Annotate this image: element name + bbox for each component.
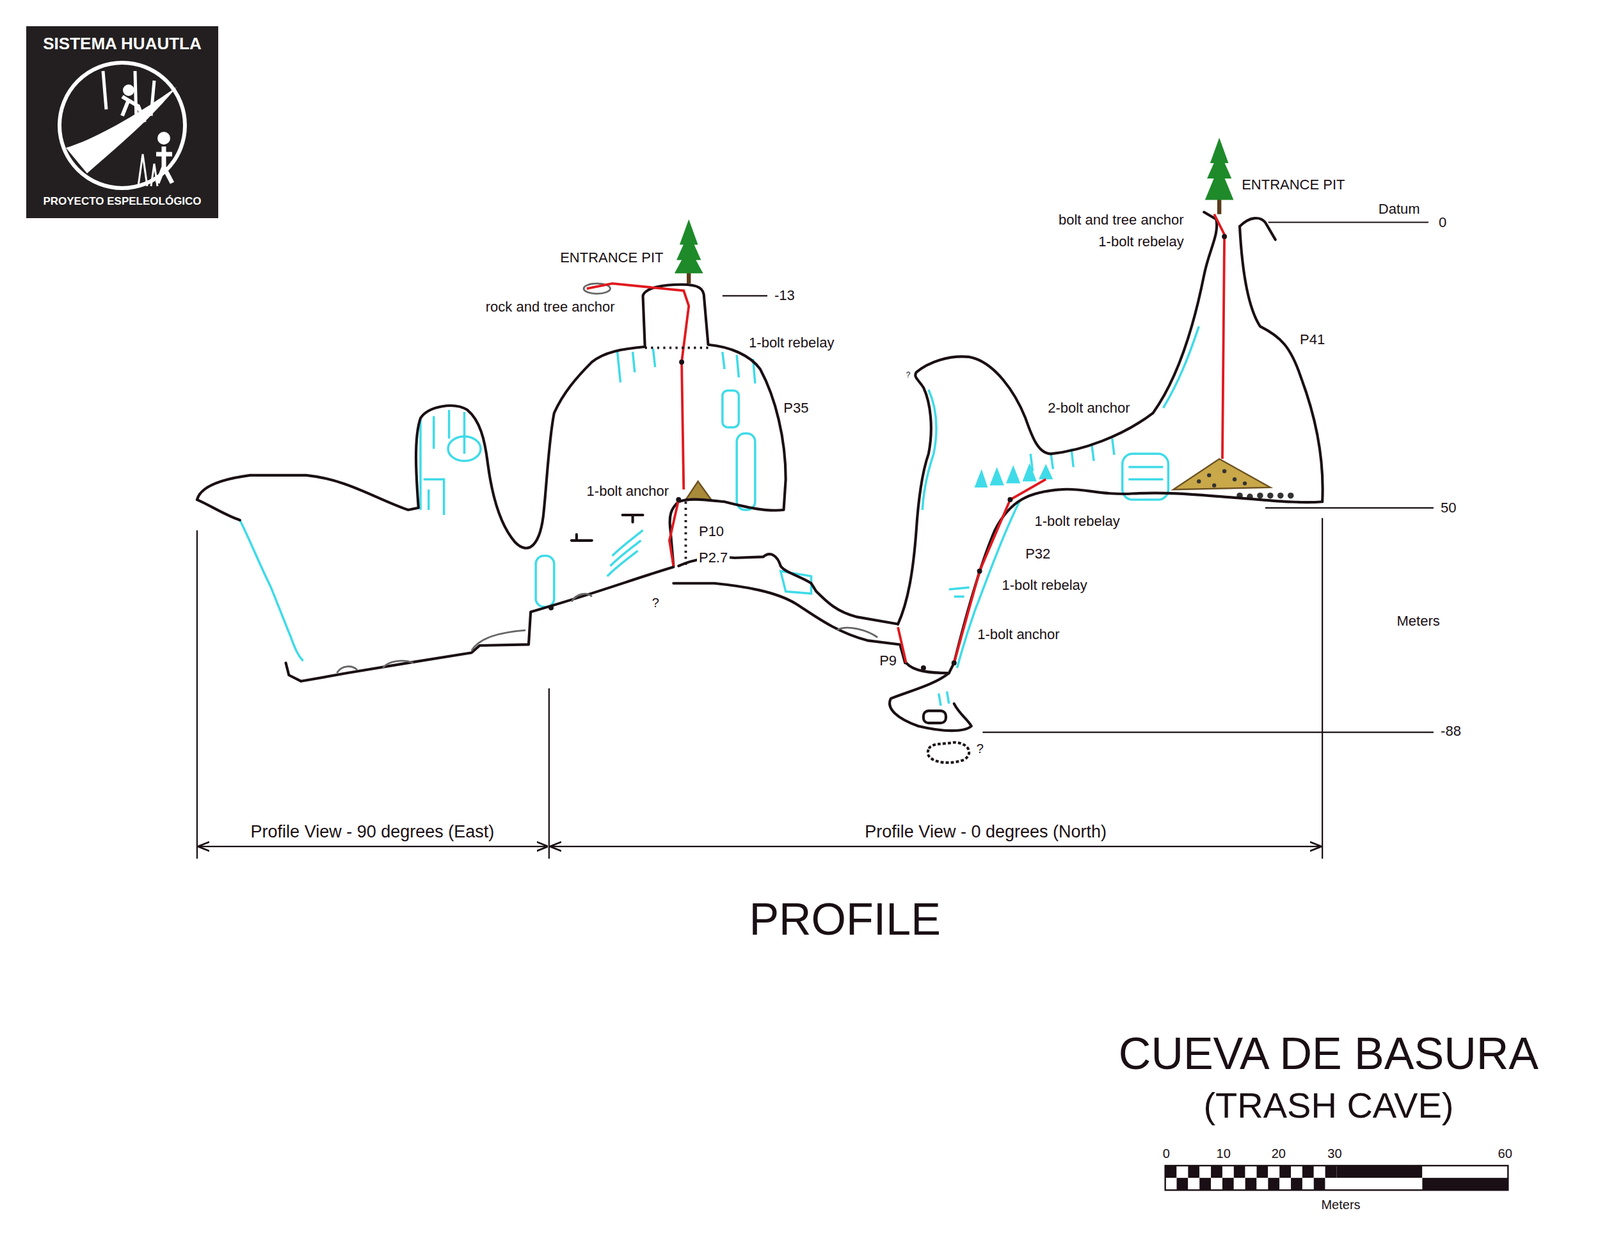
tree-symbol — [674, 137, 1234, 284]
scale-number: 30 — [1325, 1146, 1344, 1162]
unexplored-mark: ? — [650, 595, 662, 611]
entrance-label: ENTRANCE PIT — [1239, 176, 1347, 193]
scale-number: 60 — [1496, 1146, 1515, 1162]
logo-text: PROYECTO ESPELEOLÓGICO — [26, 195, 219, 208]
datum-label: Datum — [1376, 200, 1423, 217]
pitch-label: P35 — [781, 400, 811, 416]
rigging-note: 1-bolt rebelay — [1096, 233, 1186, 250]
scale-number: 0 — [1160, 1146, 1172, 1162]
scale-cell — [1245, 1178, 1257, 1191]
scale-cell — [1302, 1178, 1314, 1191]
scale-cell — [1256, 1166, 1269, 1179]
scale-cell — [1290, 1166, 1303, 1179]
scale-cell — [1176, 1178, 1189, 1191]
stalagmite — [974, 463, 1054, 488]
rigging-note: 1-bolt rebelay — [746, 334, 836, 351]
rigging-note: 2-bolt anchor — [1045, 400, 1132, 416]
scale-cell — [1222, 1166, 1234, 1179]
depth-mark: -88 — [1438, 723, 1464, 740]
scale-cell — [1267, 1178, 1280, 1191]
scale-cell — [1336, 1178, 1423, 1191]
scale-cell — [1422, 1178, 1508, 1191]
scale-cell — [1199, 1166, 1211, 1179]
scale-cell — [1336, 1166, 1423, 1179]
scale-cell — [1233, 1166, 1246, 1179]
pitch-label: P32 — [1023, 545, 1053, 562]
scale-cell — [1187, 1166, 1200, 1179]
rigging-note: 1-bolt anchor — [975, 626, 1062, 643]
reference-line — [197, 222, 1434, 860]
logo-text: SISTEMA HUAUTLA — [26, 33, 219, 54]
scale-cell — [1256, 1178, 1269, 1191]
scale-unit: Meters — [1319, 1197, 1362, 1213]
scale-number: 10 — [1214, 1146, 1233, 1162]
view-label: Profile View - 90 degrees (East) — [248, 822, 497, 843]
section-heading: PROFILE — [746, 893, 943, 946]
scale-cell — [1187, 1178, 1200, 1191]
scale-cell — [1422, 1166, 1508, 1179]
unexplored-mark: ? — [904, 371, 913, 381]
cave-wall — [197, 212, 1323, 732]
scale-cell — [1279, 1178, 1291, 1191]
pitch-label: P2.7 — [696, 549, 730, 566]
scale-cell — [1165, 1178, 1177, 1191]
depth-mark: -13 — [772, 288, 797, 304]
rigging-note: 1-bolt rebelay — [1032, 513, 1122, 530]
scale-bar — [1165, 1166, 1509, 1191]
scale-cell — [1290, 1178, 1303, 1191]
scale-cell — [1245, 1166, 1257, 1179]
pitch-label: P10 — [696, 523, 726, 540]
scale-cell — [1325, 1178, 1337, 1191]
scale-cell — [1210, 1166, 1223, 1179]
scale-cell — [1325, 1166, 1337, 1179]
scale-frame — [1165, 1166, 1509, 1191]
view-label: Profile View - 0 degrees (North) — [862, 822, 1109, 843]
scale-cell — [1313, 1178, 1326, 1191]
logo-badge: SISTEMA HUAUTLA PROYECTO ESPELEOLÓGICO — [26, 26, 219, 219]
map-title: CUEVA DE BASURA — [1118, 1028, 1539, 1080]
entrance-label: ENTRANCE PIT — [558, 250, 665, 267]
scale-cell — [1233, 1178, 1246, 1191]
scale-cell — [1199, 1178, 1211, 1191]
scale-cell — [1267, 1166, 1280, 1179]
scale-cell — [1313, 1166, 1326, 1179]
scale-cell — [1279, 1166, 1291, 1179]
scale-cell — [1165, 1166, 1177, 1179]
speleothem — [240, 326, 1199, 706]
scale-cell — [1302, 1166, 1314, 1179]
floor-detail — [336, 283, 969, 763]
scale-cell — [1210, 1178, 1223, 1191]
unexplored-mark: ? — [974, 741, 986, 757]
scale-number: 20 — [1269, 1146, 1288, 1162]
scale-cell — [1176, 1166, 1189, 1179]
unit-label: Meters — [1395, 613, 1442, 630]
rigging-note: 1-bolt rebelay — [1000, 577, 1090, 594]
rigging-note: 1-bolt anchor — [584, 483, 671, 500]
logo-emblem — [26, 26, 219, 219]
scale-cell — [1222, 1178, 1234, 1191]
anchor-point — [548, 234, 1227, 671]
pitch-label: P9 — [877, 653, 899, 670]
debris-cone — [685, 458, 1294, 500]
pitch-label: P41 — [1297, 331, 1327, 348]
rigging-note: rock and tree anchor — [483, 298, 617, 315]
depth-mark: 50 — [1438, 499, 1458, 516]
subtitle: (TRASH CAVE) — [1201, 1085, 1456, 1127]
rope — [586, 214, 1225, 664]
rigging-note: bolt and tree anchor — [1056, 212, 1186, 229]
depth-mark: 0 — [1436, 214, 1449, 231]
